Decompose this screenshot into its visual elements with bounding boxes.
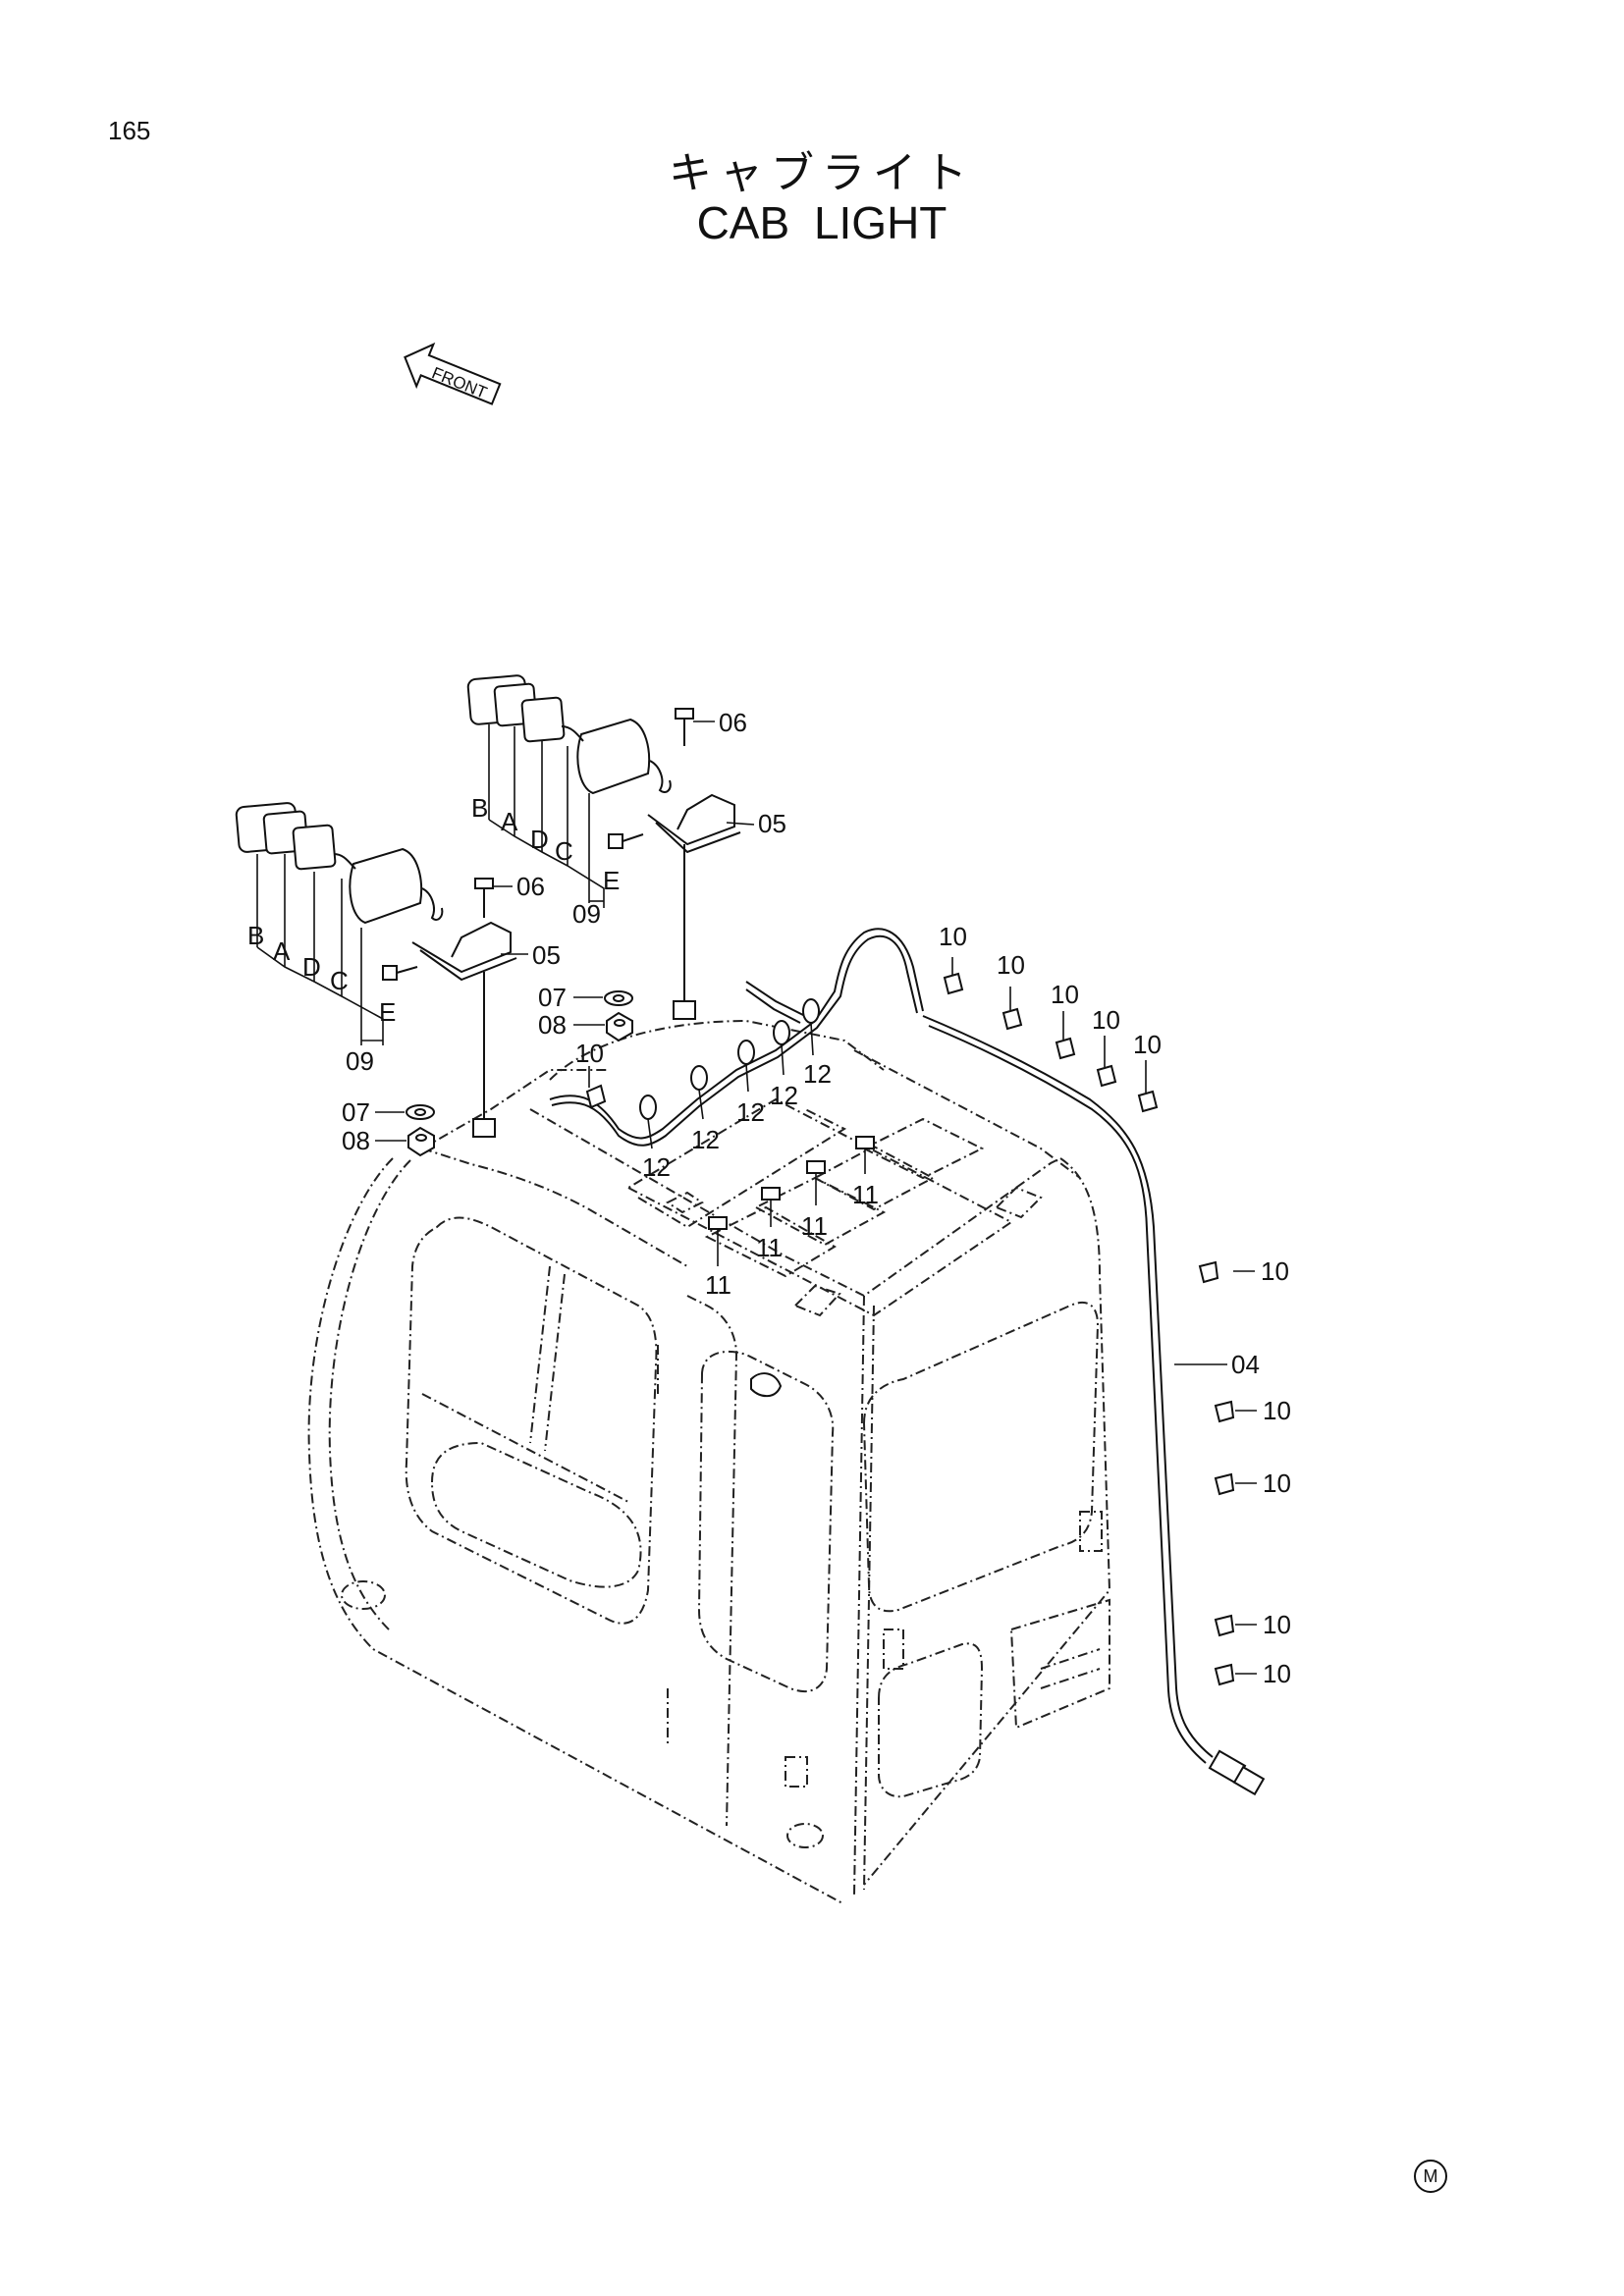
callout-08-upper: 08 [538,1010,567,1040]
callout-left-c: C [330,966,349,995]
callout-12: 12 [736,1097,765,1127]
callout-11: 11 [756,1233,783,1262]
callout-11: 11 [852,1180,879,1209]
callout-left-d: D [302,952,321,982]
nut-08-upper-icon [606,1011,633,1042]
work-light-assembly-left [235,802,517,1138]
callout-12: 12 [691,1125,720,1154]
callout-12: 12 [642,1152,671,1182]
callout-left-b: B [247,921,264,950]
page-title: CAB LIGHT [696,197,947,248]
callout-right-e: E [603,866,620,895]
callout-11: 11 [705,1270,731,1300]
washer-07-upper-icon [604,990,633,1006]
roof-wiring-harness [549,928,924,1147]
callout-12: 12 [803,1059,832,1089]
callout-10: 10 [1263,1396,1291,1425]
callout-06-left: 06 [516,872,545,901]
callout-10: 10 [1051,980,1079,1009]
callout-left-e: E [379,997,396,1027]
callout-10: 10 [1263,1659,1291,1688]
callout-05-right: 05 [758,809,786,838]
callout-10: 10 [1261,1256,1289,1286]
cable-clip-12-icons [639,998,820,1120]
manufacturer-mark: M [1414,2160,1447,2193]
callout-12: 12 [770,1081,798,1110]
callout-08-lower: 08 [342,1126,370,1155]
callout-04: 04 [1231,1350,1260,1379]
callout-06-right: 06 [719,708,747,737]
leader-lines [375,721,1257,1675]
callout-labels: 06 06 05 05 07 08 07 08 09 09 04 B A D C… [247,708,1291,1688]
cab-body [307,1019,1111,1905]
bolt-06-left-icon [474,878,494,918]
clamp-10-icons [585,972,1235,1686]
front-direction-arrow-icon: FRONT [404,342,502,405]
callout-left-a: A [273,936,291,966]
callout-07-upper: 07 [538,983,567,1012]
callout-10: 10 [1263,1610,1291,1639]
callout-10: 10 [1133,1030,1162,1059]
callout-right-d: D [530,825,549,854]
wire-harness-04 [922,1015,1266,1796]
callout-09-right: 09 [572,899,601,929]
callout-10: 10 [997,950,1025,980]
callout-09-left: 09 [346,1046,374,1076]
callout-11: 11 [801,1211,828,1241]
callout-10: 10 [575,1039,604,1068]
callout-right-a: A [501,807,518,836]
callout-05-left: 05 [532,940,561,970]
nut-08-lower-icon [407,1126,435,1157]
front-arrow-label: FRONT [429,363,489,402]
callout-right-c: C [555,836,573,866]
callout-10: 10 [1092,1005,1120,1035]
washer-07-lower-icon [406,1104,435,1120]
work-light-assembly-right [466,674,741,1020]
callout-10: 10 [1263,1468,1291,1498]
grommet-11-icons [708,1136,875,1230]
callout-07-lower: 07 [342,1097,370,1127]
bolt-06-right-icon [675,708,694,746]
callout-10: 10 [939,922,967,951]
page-number: 165 [108,116,151,145]
page-title-japanese: キャブライト [669,149,975,197]
screw-e-right-icon [608,833,644,849]
screw-e-left-icon [382,965,418,981]
callout-right-b: B [471,793,488,823]
